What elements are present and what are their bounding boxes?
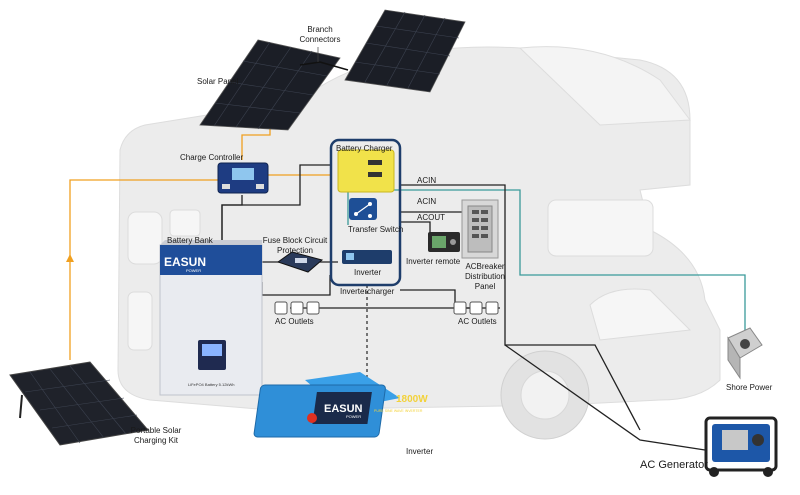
shore-power-device [727, 327, 763, 380]
label-battery-charger: Battery Charger [336, 144, 393, 153]
inverter-power: 1800W [396, 394, 428, 405]
label-shore-power: Shore Power [726, 383, 773, 392]
rv-windows [127, 199, 692, 351]
ac-generator-device [704, 416, 778, 477]
label-ac-outlets-right: AC Outlets [458, 317, 497, 326]
fuse-block-device [276, 251, 324, 273]
label-inverter-remote: Inverter remote [406, 257, 461, 266]
inverter-charger-frame [329, 138, 402, 287]
ac-shore-wire [347, 189, 746, 330]
label-ac-generator: AC Generator [640, 459, 708, 471]
wire-generator [504, 344, 706, 451]
label-inverter-top: Inverter [354, 268, 382, 277]
inverter-device [253, 372, 400, 438]
label-acout: ACOUT [417, 213, 445, 222]
label-battery-bank: Battery Bank [167, 236, 213, 245]
label-inverter-charger: Invertercharger [340, 287, 395, 296]
battery-bank-device [159, 240, 263, 396]
inverter-sub: POWER [346, 414, 361, 419]
inverter-remote-device [428, 232, 460, 252]
rv-silhouette [117, 46, 721, 411]
label-acin-2: ACIN [417, 197, 437, 206]
wire-charger-acin [400, 184, 641, 431]
dc-arrow-up [66, 254, 74, 262]
ac-breaker-panel-device [461, 199, 499, 259]
label-solar-panel: Solar Panel [197, 77, 239, 86]
ac-outlets-right-device [453, 301, 499, 315]
battery-brand: EASUN [164, 255, 206, 269]
battery-sub: POWER [186, 268, 201, 273]
label-acin-1: ACIN [417, 176, 437, 185]
label-charge-controller: Charge Controller [180, 153, 244, 162]
label-ac-outlets-left: AC Outlets [275, 317, 314, 326]
battery-charger-device [337, 149, 395, 193]
transfer-switch-device [349, 198, 377, 220]
solar-panel-right [344, 9, 466, 93]
charge-controller-device [217, 162, 269, 194]
battery-model: LiFePO4 Battery 5.12kWh [188, 382, 234, 387]
inverter-brand: EASUN [324, 403, 363, 415]
dc-portable-wire [69, 179, 218, 360]
inverter-desc: PURE SINE WAVE INVERTER [374, 409, 423, 413]
rv-wheel [500, 350, 590, 440]
branch-connector-cable [299, 61, 349, 71]
wire-cc-battery-charger [221, 164, 330, 240]
label-inverter-bottom: Inverter [406, 447, 434, 456]
inverter-module-device [342, 250, 392, 264]
portable-solar-device [9, 361, 149, 446]
ac-outlets-left-device [274, 301, 320, 315]
solar-panel-left [199, 39, 341, 131]
label-transfer-switch: Transfer Switch [348, 225, 404, 234]
